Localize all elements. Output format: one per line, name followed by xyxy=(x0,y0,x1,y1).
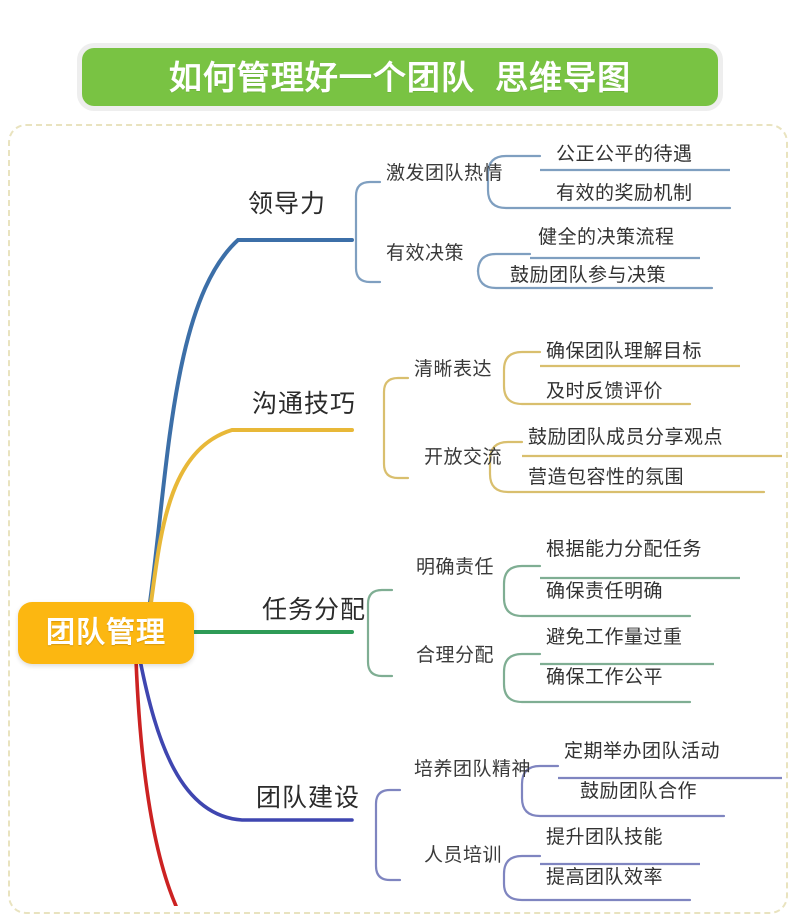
sub-label-leadership-2[interactable]: 有效决策 xyxy=(386,243,465,264)
branch-label-task[interactable]: 任务分配 xyxy=(262,596,367,624)
leaf-label[interactable]: 根据能力分配任务 xyxy=(546,539,703,560)
sub-label-teambuilding-2[interactable]: 人员培训 xyxy=(424,845,503,866)
leaf-label[interactable]: 提升团队技能 xyxy=(546,827,664,848)
leaf-label[interactable]: 避免工作量过重 xyxy=(546,627,683,648)
leaf-label[interactable]: 健全的决策流程 xyxy=(538,227,675,248)
sub-label-communication-2[interactable]: 开放交流 xyxy=(424,447,503,468)
leaf-label[interactable]: 定期举办团队活动 xyxy=(564,741,721,762)
leaf-label[interactable]: 及时反馈评价 xyxy=(546,381,664,402)
branch-label-teambuilding[interactable]: 团队建设 xyxy=(256,784,361,812)
title-banner: 如何管理好一个团队 思维导图 xyxy=(82,48,718,106)
leaf-label[interactable]: 鼓励团队合作 xyxy=(580,781,698,802)
leaf-label[interactable]: 公正公平的待遇 xyxy=(556,144,693,165)
leaf-label[interactable]: 鼓励团队参与决策 xyxy=(510,265,667,286)
leaf-label[interactable]: 营造包容性的氛围 xyxy=(528,467,685,488)
root-node-label: 团队管理 xyxy=(45,616,166,649)
page-title: 如何管理好一个团队 思维导图 xyxy=(168,58,632,96)
root-node[interactable]: 团队管理 xyxy=(18,602,194,664)
leaf-label[interactable]: 确保团队理解目标 xyxy=(546,341,703,362)
sub-label-task-1[interactable]: 明确责任 xyxy=(416,557,495,578)
sub-label-teambuilding-1[interactable]: 培养团队精神 xyxy=(414,759,532,780)
leaf-label[interactable]: 确保责任明确 xyxy=(546,581,664,602)
sub-label-task-2[interactable]: 合理分配 xyxy=(416,645,495,666)
sub-label-communication-1[interactable]: 清晰表达 xyxy=(414,359,493,380)
leaf-label[interactable]: 有效的奖励机制 xyxy=(556,183,693,204)
leaf-label[interactable]: 提高团队效率 xyxy=(546,867,664,888)
leaf-label[interactable]: 鼓励团队成员分享观点 xyxy=(528,427,724,448)
sub-label-leadership-1[interactable]: 激发团队热情 xyxy=(386,163,504,184)
leaf-label[interactable]: 确保工作公平 xyxy=(546,667,664,688)
branch-label-communication[interactable]: 沟通技巧 xyxy=(252,390,357,418)
branch-label-leadership[interactable]: 领导力 xyxy=(248,190,327,218)
